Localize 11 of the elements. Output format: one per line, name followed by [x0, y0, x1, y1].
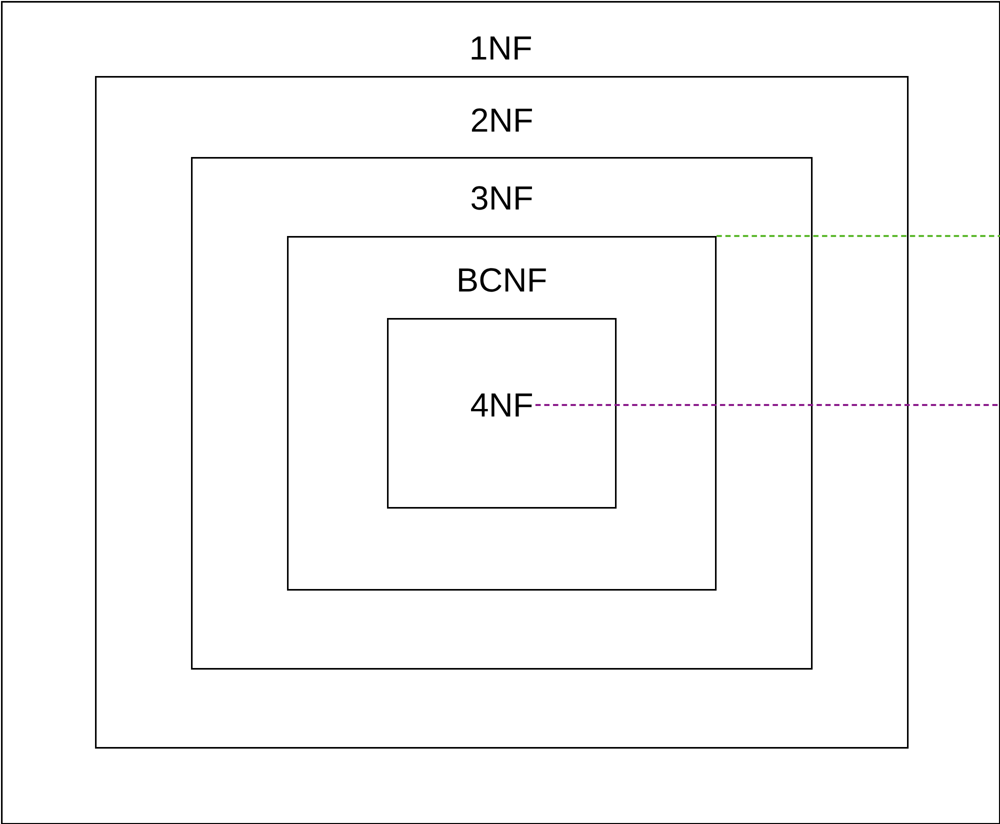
box-label: 4NF	[471, 394, 532, 416]
leader-line	[535, 404, 1000, 406]
box-label: BCNF	[459, 268, 546, 292]
nested-box	[387, 318, 617, 509]
nested-box	[287, 236, 717, 591]
box-label: 3NF	[472, 186, 532, 210]
leader-line	[716, 235, 1000, 237]
box-label: 1NF	[472, 36, 531, 60]
nested-box	[191, 157, 813, 670]
box-label: 2NF	[472, 108, 532, 132]
nested-box	[95, 76, 909, 749]
